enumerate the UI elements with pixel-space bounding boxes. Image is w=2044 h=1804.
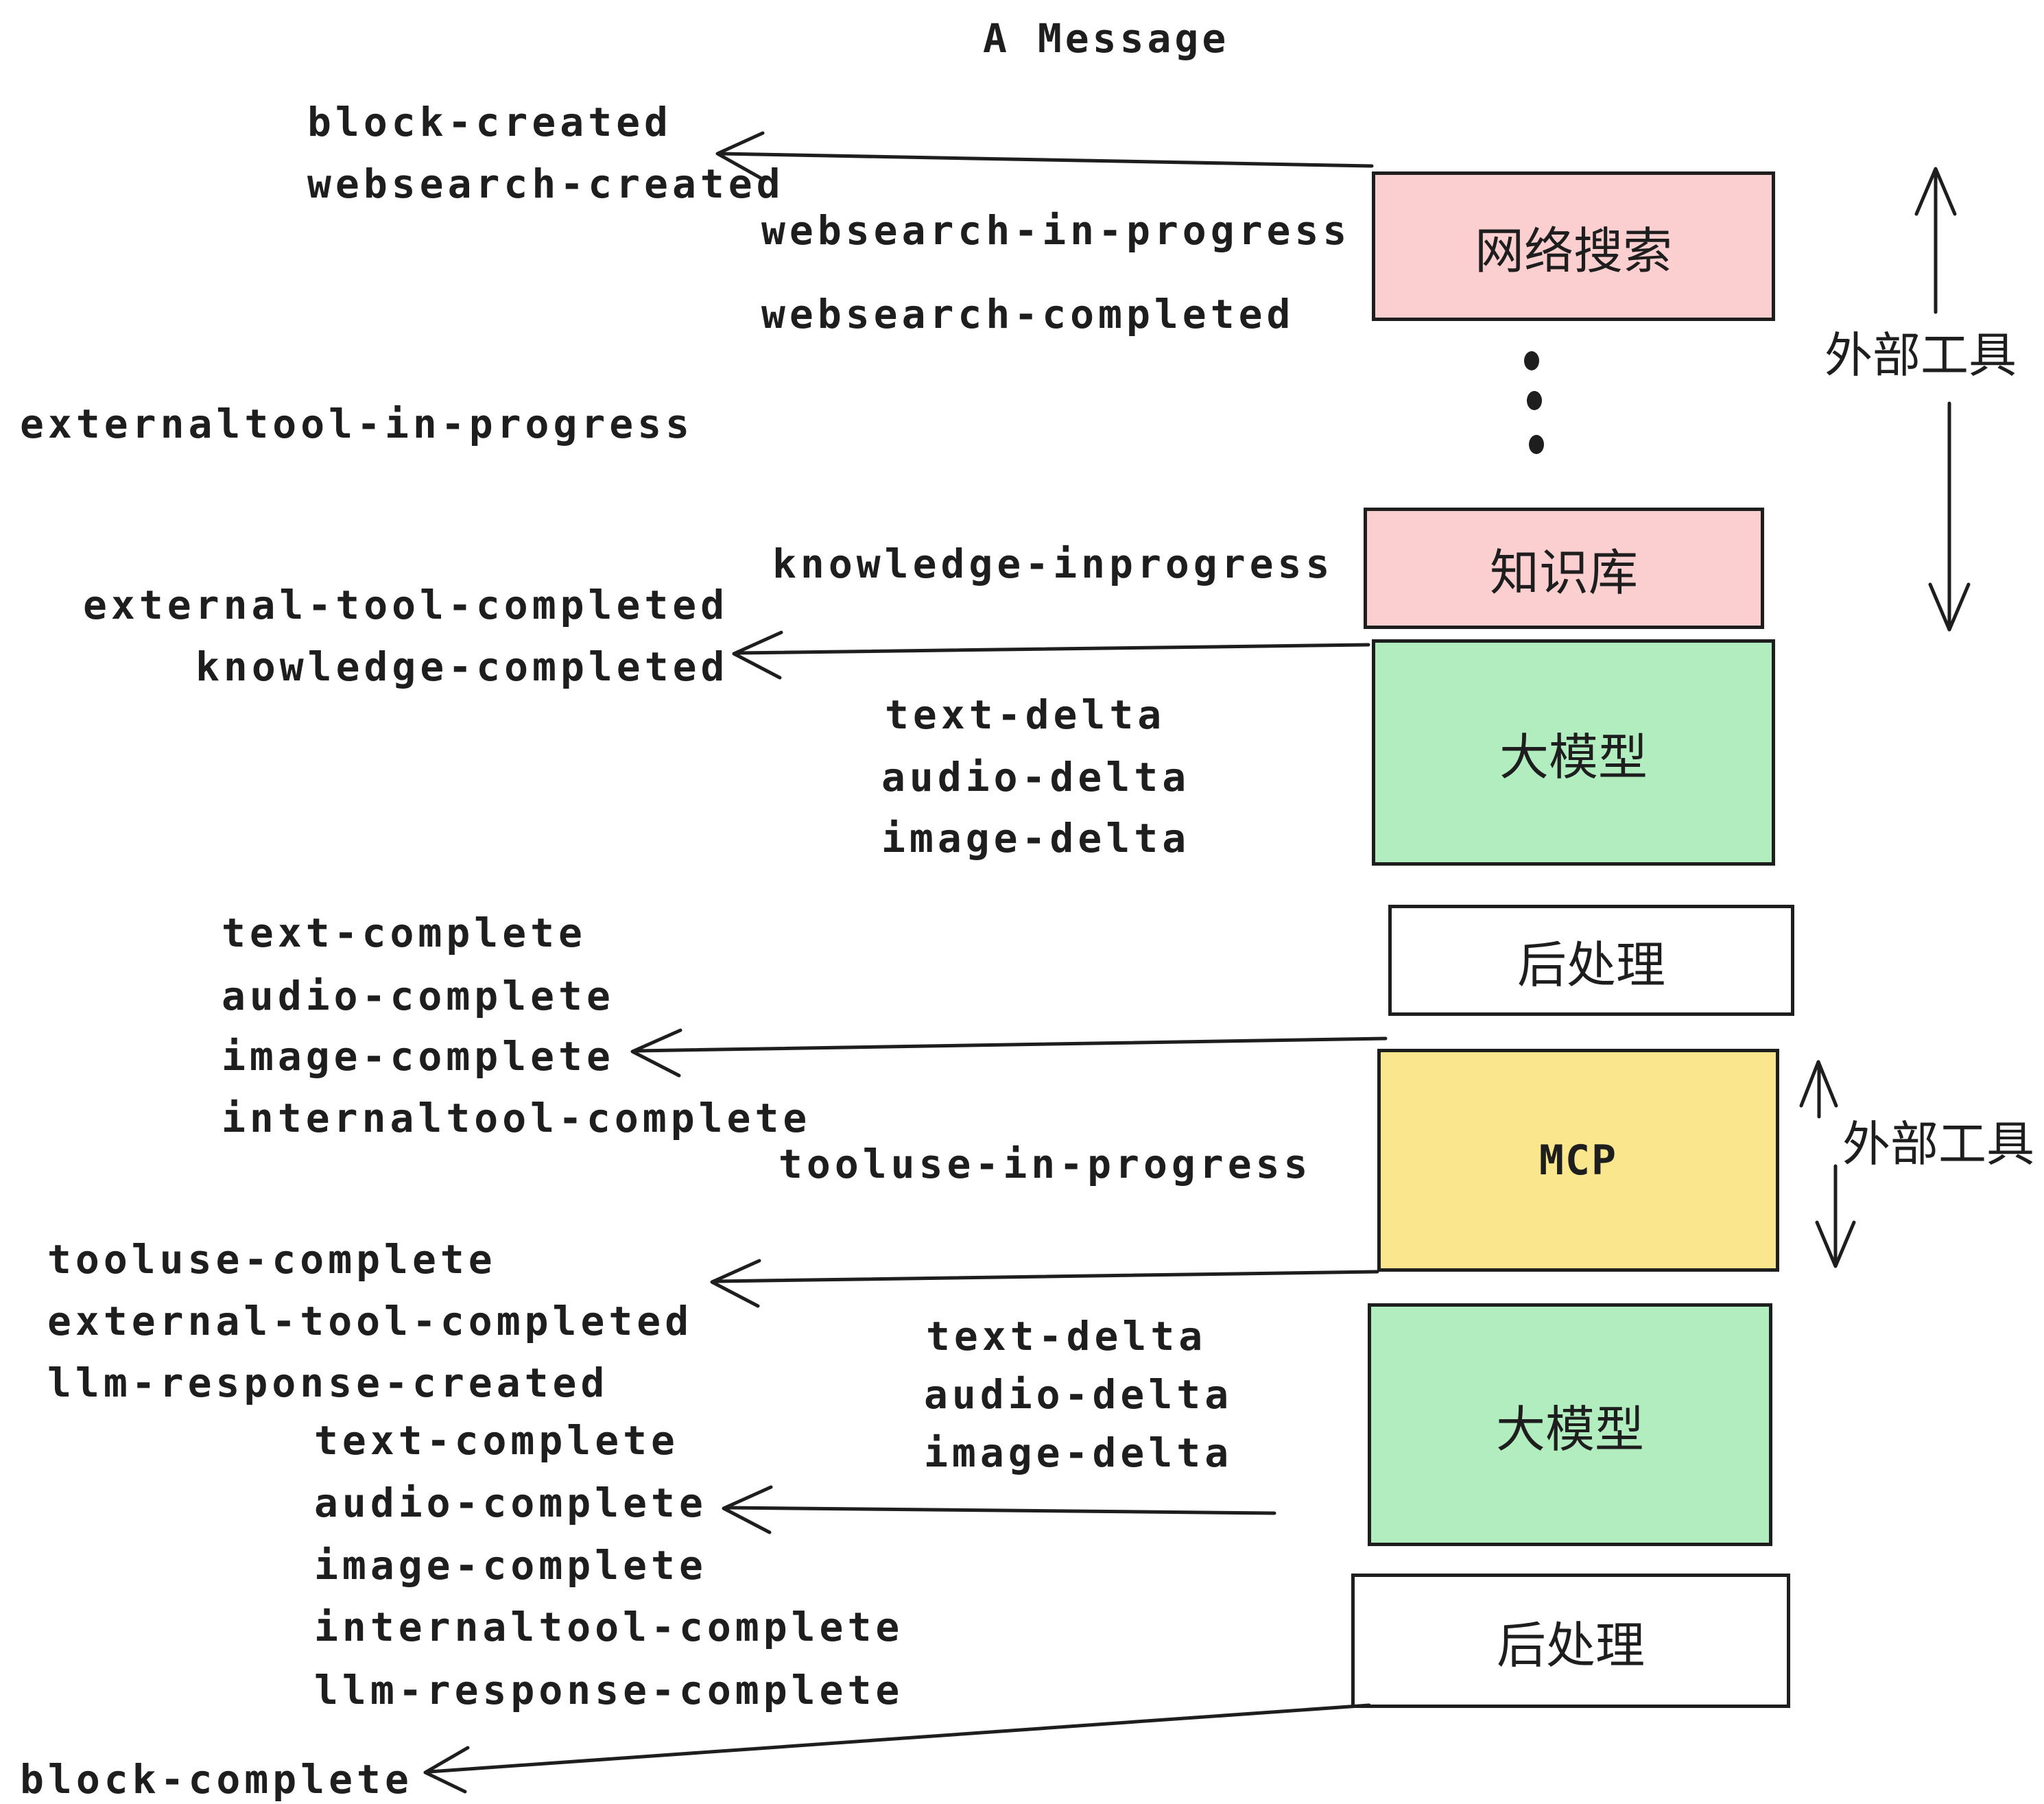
page-title: A Message bbox=[983, 15, 1230, 62]
box-llm-2: 大模型 bbox=[1368, 1303, 1772, 1546]
box-knowledge-label: 知识库 bbox=[1489, 544, 1638, 602]
event-label-text-complete: text-complete bbox=[222, 910, 586, 956]
box-post-1: 后处理 bbox=[1388, 905, 1794, 1016]
event-label-audio-delta: audio-delta bbox=[881, 754, 1191, 800]
ellipsis-dot-1 bbox=[1524, 351, 1539, 370]
arrow-to-image-complete bbox=[634, 1036, 1388, 1053]
event-label-text-delta: text-delta bbox=[885, 691, 1166, 738]
arrowhead-external-tools-2-down bbox=[1815, 1220, 1856, 1268]
event-label-llm-response-complete: llm-response-complete bbox=[314, 1667, 904, 1713]
event-label-text-complete-2: text-complete bbox=[314, 1417, 679, 1464]
arrow-to-knowledge-completed bbox=[735, 643, 1370, 655]
box-llm-1: 大模型 bbox=[1372, 639, 1775, 866]
box-post-2: 后处理 bbox=[1351, 1574, 1790, 1708]
box-websearch: 网络搜索 bbox=[1372, 171, 1775, 321]
side-label-external-tools-2: 外部工具 bbox=[1842, 1116, 2034, 1172]
event-label-llm-response-created: llm-response-created bbox=[47, 1360, 609, 1406]
arrow-to-audio-complete bbox=[725, 1506, 1276, 1515]
box-websearch-label: 网络搜索 bbox=[1474, 222, 1672, 280]
event-label-knowledge-inprogress: knowledge-inprogress bbox=[772, 541, 1334, 587]
arrowhead-to-image-complete bbox=[630, 1028, 682, 1078]
box-post-1-label: 后处理 bbox=[1517, 936, 1665, 994]
event-label-internaltool-complete-2: internaltool-complete bbox=[314, 1604, 904, 1650]
box-llm-2-label: 大模型 bbox=[1495, 1400, 1644, 1458]
event-label-image-complete-2: image-complete bbox=[314, 1542, 707, 1589]
arrowhead-external-tools-1-up bbox=[1914, 167, 1957, 216]
event-label-audio-complete-2: audio-complete bbox=[314, 1480, 707, 1526]
arrow-websearch-to-created bbox=[718, 152, 1374, 168]
arrowhead-to-block-complete bbox=[423, 1746, 470, 1794]
arrow-to-block-complete bbox=[427, 1703, 1371, 1774]
event-label-websearch-created: websearch-created bbox=[307, 161, 785, 207]
event-label-websearch-completed: websearch-completed bbox=[761, 291, 1295, 337]
event-label-websearch-in-progress: websearch-in-progress bbox=[761, 207, 1351, 254]
arrowhead-external-tools-1-down bbox=[1928, 582, 1971, 632]
event-label-audio-complete: audio-complete bbox=[222, 973, 615, 1019]
event-label-block-complete: block-complete bbox=[20, 1756, 413, 1803]
side-label-external-tools-1: 外部工具 bbox=[1825, 327, 2017, 383]
box-mcp: MCP bbox=[1377, 1049, 1779, 1272]
arrowhead-to-tooluse-complete bbox=[710, 1259, 761, 1308]
arrowhead-external-tools-2-up bbox=[1799, 1060, 1838, 1108]
event-label-image-delta: image-delta bbox=[881, 815, 1191, 862]
arrowhead-to-knowledge-completed bbox=[732, 630, 783, 680]
ellipsis-dot-2 bbox=[1527, 391, 1542, 410]
event-label-internaltool-complete: internaltool-complete bbox=[222, 1095, 811, 1141]
box-llm-1-label: 大模型 bbox=[1499, 728, 1648, 786]
event-label-external-tool-completed-2: external-tool-completed bbox=[47, 1298, 693, 1344]
event-label-tooluse-in-progress: tooluse-in-progress bbox=[779, 1141, 1312, 1187]
event-label-image-complete: image-complete bbox=[222, 1033, 615, 1080]
event-label-tooluse-complete: tooluse-complete bbox=[47, 1236, 497, 1283]
arrowhead-to-audio-complete bbox=[722, 1485, 773, 1534]
event-label-text-delta-2: text-delta bbox=[926, 1313, 1207, 1360]
event-label-block-created: block-created bbox=[307, 99, 672, 145]
event-label-externaltool-in-progress: externaltool-in-progress bbox=[20, 401, 694, 447]
event-label-external-tool-completed: external-tool-completed bbox=[83, 582, 729, 628]
event-label-knowledge-completed: knowledge-completed bbox=[195, 643, 729, 690]
arrow-to-tooluse-complete bbox=[713, 1270, 1379, 1283]
box-post-2-label: 后处理 bbox=[1496, 1616, 1645, 1674]
ellipsis-dot-3 bbox=[1529, 435, 1544, 454]
event-label-image-delta-2: image-delta bbox=[924, 1429, 1233, 1476]
box-mcp-label: MCP bbox=[1538, 1136, 1618, 1185]
event-label-audio-delta-2: audio-delta bbox=[924, 1371, 1233, 1418]
box-knowledge: 知识库 bbox=[1364, 508, 1764, 629]
